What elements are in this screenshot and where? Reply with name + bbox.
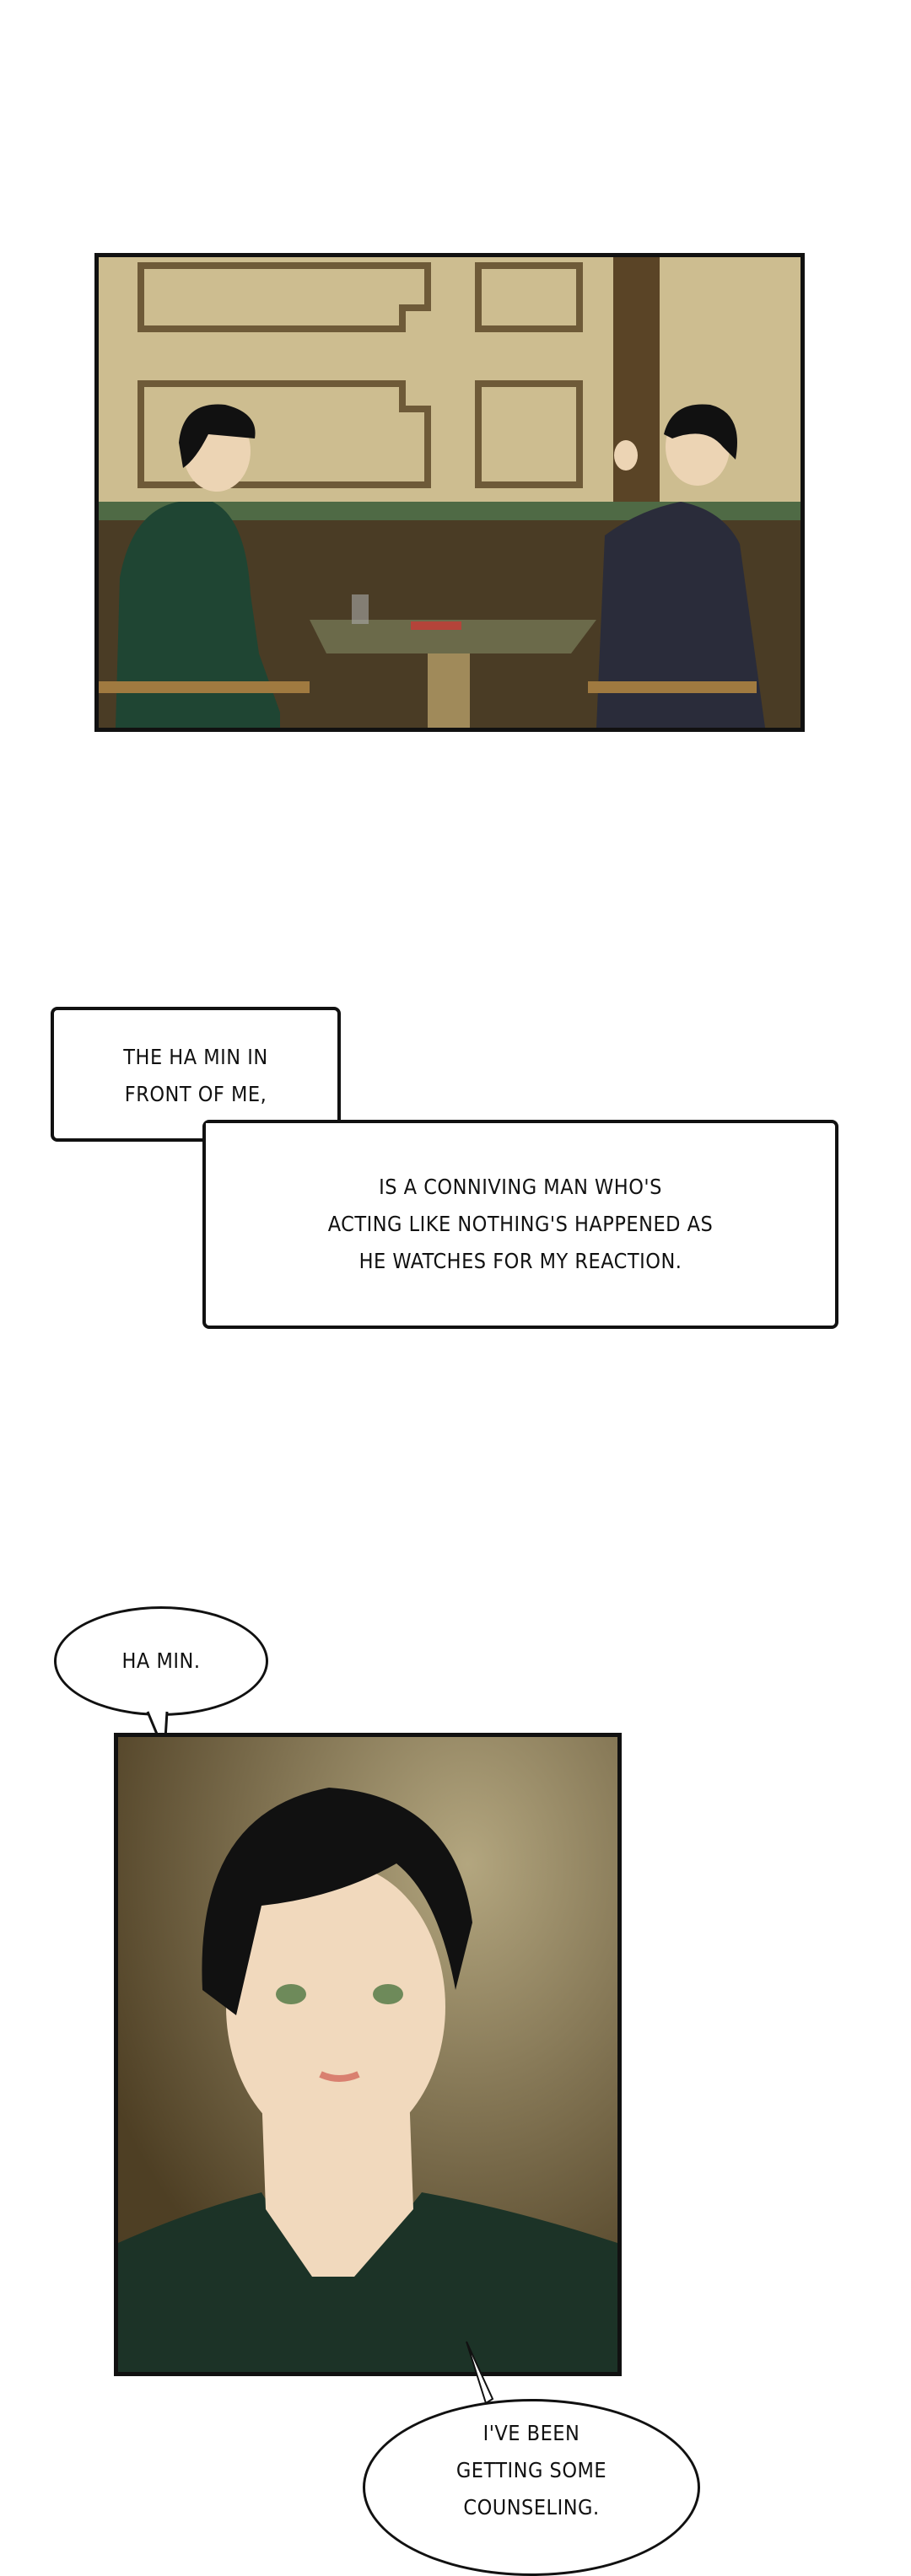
speech-text-2: I'VE BEEN GETTING SOME COUNSELING. [456,2421,607,2520]
restaurant-illustration [99,257,800,728]
speech-tail-2 [466,2341,494,2405]
caption-join [206,1123,336,1140]
speech-bubble-1: HA MIN. [54,1606,268,1716]
caption-box-2: IS A CONNIVING MAN WHO'S ACTING LIKE NOT… [202,1120,838,1329]
speech-text-1: HA MIN. [121,1648,201,1673]
caption-box-1: THE HA MIN IN FRONT OF ME, [51,1007,341,1142]
speech-bubble-2: I'VE BEEN GETTING SOME COUNSELING. [363,2399,700,2576]
caption-text-1: THE HA MIN IN FRONT OF ME, [123,1045,268,1106]
comic-panel-restaurant [94,253,805,732]
closeup-illustration [118,1737,617,2372]
comic-panel-closeup [114,1733,622,2376]
caption-text-2: IS A CONNIVING MAN WHO'S ACTING LIKE NOT… [327,1175,714,1273]
